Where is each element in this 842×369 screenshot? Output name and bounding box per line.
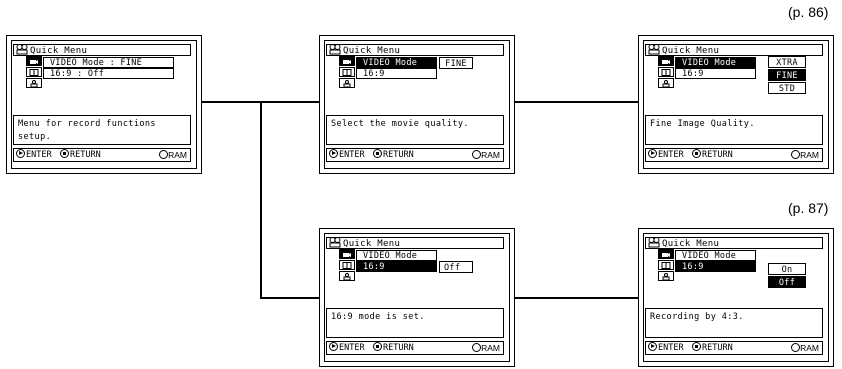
help-message: Select the movie quality. (326, 115, 504, 145)
stop-icon (60, 149, 69, 158)
camera-tab-icon[interactable] (339, 56, 355, 66)
menu-tabs (658, 249, 674, 282)
screen-video-mode: Quick Menu VIDEO Mode 16:9 FINE Select t… (319, 35, 515, 174)
connector (514, 297, 638, 299)
disc-icon (159, 150, 169, 159)
stop-icon (692, 149, 701, 158)
display-tab-icon[interactable] (339, 260, 355, 270)
play-icon (16, 149, 25, 158)
menu-item-16-9[interactable]: 16:9 (356, 261, 437, 272)
menu-item-video-mode[interactable]: VIDEO Mode (675, 250, 756, 261)
menu-item-video-mode[interactable]: VIDEO Mode : FINE (43, 57, 174, 68)
menu-title-text: Quick Menu (343, 239, 401, 249)
menu-title-text: Quick Menu (662, 239, 720, 249)
display-tab-icon[interactable] (339, 67, 355, 77)
menu-tabs (658, 56, 674, 89)
display-tab-icon[interactable] (658, 260, 674, 270)
option-off[interactable]: Off (768, 276, 806, 288)
stop-icon (373, 342, 382, 351)
option-current-value[interactable]: FINE (439, 57, 473, 69)
settings-tab-icon[interactable] (26, 78, 42, 88)
play-icon (329, 149, 338, 158)
help-message: Recording by 4:3. (645, 308, 823, 338)
stop-icon (373, 149, 382, 158)
help-message: Fine Image Quality. (645, 115, 823, 145)
camera-tab-icon[interactable] (26, 56, 42, 66)
play-icon (648, 342, 657, 351)
camera-tab-icon[interactable] (658, 56, 674, 66)
connector (260, 297, 320, 299)
display-tab-icon[interactable] (658, 67, 674, 77)
menu-title: Quick Menu (13, 44, 191, 56)
camera-tab-icon[interactable] (339, 249, 355, 259)
stop-icon (692, 342, 701, 351)
menu-title: Quick Menu (326, 44, 504, 56)
option-on[interactable]: On (768, 263, 806, 275)
button-guide: ENTER RETURN RAM (645, 148, 823, 162)
settings-tab-icon[interactable] (339, 78, 355, 88)
camera-icon (16, 44, 28, 55)
menu-tabs (339, 249, 355, 282)
menu-item-16-9[interactable]: 16:9 (675, 68, 756, 79)
menu-title: Quick Menu (645, 44, 823, 56)
button-guide: ENTER RETURN RAM (13, 148, 191, 162)
menu-item-video-mode[interactable]: VIDEO Mode (356, 250, 437, 261)
option-xtra[interactable]: XTRA (768, 56, 806, 68)
camera-tab-icon[interactable] (658, 249, 674, 259)
menu-item-16-9[interactable]: 16:9 : Off (43, 68, 174, 79)
screen-quick-menu: Quick Menu VIDEO Mode : FINE 16:9 : Off … (6, 35, 202, 174)
button-guide: ENTER RETURN RAM (326, 148, 504, 162)
display-tab-icon[interactable] (26, 67, 42, 77)
play-icon (648, 149, 657, 158)
menu-title: Quick Menu (645, 237, 823, 249)
menu-item-video-mode[interactable]: VIDEO Mode (675, 57, 756, 68)
screen-video-mode-options: Quick Menu VIDEO Mode 16:9 XTRA FINE STD… (638, 35, 834, 174)
camera-icon (648, 44, 660, 55)
settings-tab-icon[interactable] (339, 271, 355, 281)
screen-16-9-options: Quick Menu VIDEO Mode 16:9 On Off Record… (638, 228, 834, 367)
screen-16-9: Quick Menu VIDEO Mode 16:9 Off 16:9 mode… (319, 228, 515, 367)
camera-icon (329, 237, 341, 248)
settings-tab-icon[interactable] (658, 78, 674, 88)
menu-tabs (26, 56, 42, 89)
camera-icon (648, 237, 660, 248)
settings-tab-icon[interactable] (658, 271, 674, 281)
menu-tabs (339, 56, 355, 89)
menu-item-video-mode[interactable]: VIDEO Mode (356, 57, 437, 68)
option-fine[interactable]: FINE (768, 69, 806, 81)
menu-item-16-9[interactable]: 16:9 (356, 68, 437, 79)
button-guide: ENTER RETURN RAM (645, 341, 823, 355)
play-icon (329, 342, 338, 351)
button-guide: ENTER RETURN RAM (326, 341, 504, 355)
option-current-value[interactable]: Off (439, 261, 473, 273)
camera-icon (329, 44, 341, 55)
menu-title-text: Quick Menu (662, 46, 720, 56)
connector (514, 101, 638, 103)
disc-icon (472, 343, 482, 352)
disc-icon (472, 150, 482, 159)
page-reference: (p. 86) (788, 4, 829, 20)
disc-icon (791, 150, 801, 159)
help-message: 16:9 mode is set. (326, 308, 504, 338)
disc-icon (791, 343, 801, 352)
menu-item-16-9[interactable]: 16:9 (675, 261, 756, 272)
menu-title-text: Quick Menu (343, 46, 401, 56)
page-reference: (p. 87) (788, 200, 829, 216)
menu-title: Quick Menu (326, 237, 504, 249)
option-std[interactable]: STD (768, 82, 806, 94)
connector (260, 101, 262, 299)
menu-title-text: Quick Menu (30, 46, 88, 56)
